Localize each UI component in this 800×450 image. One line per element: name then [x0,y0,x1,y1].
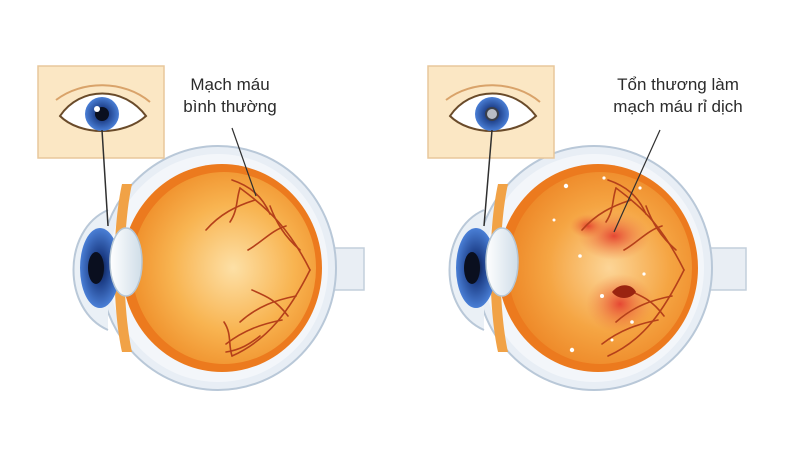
exudate-spots [552,176,646,353]
label-pointer [613,129,661,233]
eye-closeup-icon [445,84,541,132]
leakage-lesions [570,212,654,334]
label-pointer [231,127,257,197]
hemorrhage [612,285,636,298]
retina [132,172,316,364]
normal-label-line-2: bình thường [183,97,277,116]
leaking-vessels-label: Tổn thương làm mạch máu rỉ dịch [596,74,760,118]
blood-vessels [205,179,311,357]
inset-pointer [101,129,109,227]
normal-label-line-1: Mạch máu [190,75,270,94]
damaged-eye-panel [427,65,747,391]
blood-vessels [581,179,685,357]
normal-eye-panel [37,65,365,391]
eye-closeup-icon [55,84,151,132]
damaged-label-line-2: mạch máu rỉ dịch [613,97,743,116]
retina [508,172,692,364]
normal-vessels-label: Mạch máu bình thường [168,74,292,118]
lens [109,227,143,297]
damaged-label-line-1: Tổn thương làm [617,75,739,94]
inset-pointer [483,129,493,227]
lens [485,227,519,297]
